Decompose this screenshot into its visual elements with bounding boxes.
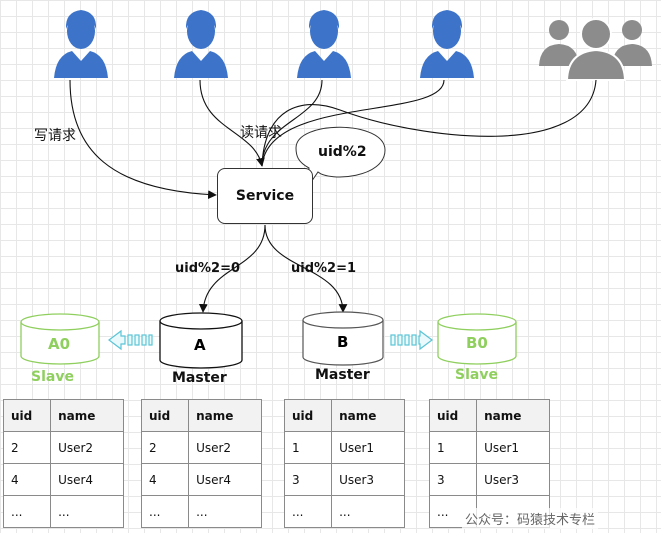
callout-text: uid%2 <box>318 144 367 160</box>
edge-label-a: uid%2=0 <box>175 261 241 276</box>
cell: ... <box>2 495 52 528</box>
cell: User1 <box>476 431 550 464</box>
db-b-label: B <box>337 333 349 351</box>
write-request-line <box>69 79 217 200</box>
callout-bubble <box>295 126 386 189</box>
read-request-line-2 <box>199 79 265 167</box>
db-master-b <box>302 311 384 366</box>
db-slave-a0 <box>20 313 100 365</box>
edge-to-master-b <box>264 224 348 313</box>
service-node: Service <box>217 168 313 224</box>
table-row: ...... <box>283 495 405 528</box>
service-label: Service <box>235 188 295 204</box>
db-b-role: Master <box>315 367 370 383</box>
read-request-line-3 <box>261 79 323 167</box>
cell: User4 <box>50 463 124 496</box>
table-row: ...... <box>140 495 262 528</box>
cell: 2 <box>140 431 190 464</box>
cell: 3 <box>283 463 333 496</box>
cell: User2 <box>188 431 262 464</box>
cell: 4 <box>140 463 190 496</box>
col-name: name <box>50 399 124 432</box>
cell: ... <box>331 495 405 528</box>
cell: User4 <box>188 463 262 496</box>
user-icon-4 <box>420 10 474 78</box>
col-name: name <box>188 399 262 432</box>
cell: 2 <box>2 431 52 464</box>
cell: 1 <box>283 431 333 464</box>
table-row: ...... <box>2 495 124 528</box>
watermark: 公众号：码猿技术专栏 <box>462 508 599 529</box>
db-b0-role: Slave <box>455 367 498 383</box>
db-a0-role: Slave <box>31 369 74 385</box>
db-a-role: Master <box>172 370 227 386</box>
db-slave-b0 <box>437 313 517 365</box>
cell: User3 <box>476 463 550 496</box>
db-a0-label: A0 <box>48 335 71 353</box>
cell: User3 <box>331 463 405 496</box>
user-icon-3 <box>297 10 351 78</box>
read-request-line-group <box>261 79 597 167</box>
col-uid: uid <box>283 399 333 432</box>
col-uid: uid <box>2 399 52 432</box>
replication-arrow-b <box>390 329 433 351</box>
cell: 1 <box>428 431 478 464</box>
read-request-label: 读请求 <box>240 125 282 141</box>
col-name: name <box>476 399 550 432</box>
read-request-line-4 <box>261 79 445 167</box>
replication-arrow-a <box>108 329 153 351</box>
edge-label-b: uid%2=1 <box>291 261 357 276</box>
db-a-label: A <box>194 336 206 354</box>
write-request-label: 写请求 <box>34 128 76 144</box>
db-master-a <box>159 312 243 369</box>
user-group-icon <box>539 18 652 81</box>
col-uid: uid <box>428 399 478 432</box>
cell: User1 <box>331 431 405 464</box>
cell: ... <box>140 495 190 528</box>
db-b0-label: B0 <box>466 334 488 352</box>
user-icon-2 <box>174 10 228 78</box>
cell: 4 <box>2 463 52 496</box>
col-uid: uid <box>140 399 190 432</box>
col-name: name <box>331 399 405 432</box>
cell: ... <box>188 495 262 528</box>
edge-to-master-a <box>198 224 266 313</box>
cell: ... <box>283 495 333 528</box>
cell: 3 <box>428 463 478 496</box>
cell: User2 <box>50 431 124 464</box>
user-icon-1 <box>54 10 108 78</box>
cell: ... <box>50 495 124 528</box>
